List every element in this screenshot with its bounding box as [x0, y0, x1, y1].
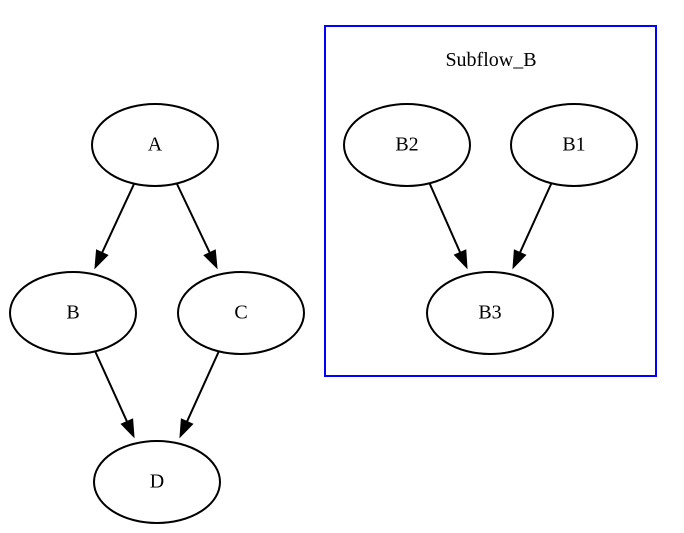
edge-b-d-line — [94, 350, 130, 426]
node-b2-ellipse — [343, 103, 471, 187]
node-a-ellipse — [91, 103, 219, 187]
edge-c-d-line — [184, 350, 220, 426]
edge-a-b[interactable] — [94, 183, 135, 270]
node-d-label: D — [150, 471, 164, 493]
edge-a-c-arrowhead — [203, 249, 218, 270]
cluster-border-rect — [324, 25, 657, 377]
node-b-ellipse — [9, 271, 137, 355]
edge-b1-b3[interactable] — [512, 181, 553, 270]
edge-b-d[interactable] — [94, 350, 135, 439]
node-b-label: B — [66, 302, 79, 324]
node-b3-label: B3 — [478, 302, 501, 324]
cluster-subflow-b[interactable]: Subflow_B — [324, 25, 657, 377]
edge-a-b-arrowhead — [94, 249, 109, 270]
edge-c-d-arrowhead — [179, 418, 194, 439]
node-b3-ellipse — [426, 271, 554, 355]
edge-b2-b3-arrowhead — [453, 249, 468, 270]
node-b1-ellipse — [510, 103, 638, 187]
node-c[interactable]: C — [177, 271, 305, 355]
edge-b2-b3[interactable] — [428, 181, 468, 270]
edge-a-c[interactable] — [176, 183, 218, 270]
edge-b2-b3-line — [428, 181, 463, 257]
node-b2[interactable]: B2 — [343, 103, 471, 187]
node-c-label: C — [234, 302, 247, 324]
node-b2-label: B2 — [395, 134, 418, 156]
node-d-ellipse — [93, 440, 221, 524]
edge-b1-b3-arrowhead — [512, 249, 527, 270]
node-b3[interactable]: B3 — [426, 271, 554, 355]
edge-c-d[interactable] — [179, 350, 220, 439]
node-a-label: A — [148, 134, 163, 156]
edges-group — [94, 181, 553, 439]
node-d[interactable]: D — [93, 440, 221, 524]
edge-b-d-arrowhead — [120, 418, 135, 439]
cluster-label: Subflow_B — [445, 49, 536, 71]
node-c-ellipse — [177, 271, 305, 355]
node-a[interactable]: A — [91, 103, 219, 187]
edge-a-b-line — [99, 183, 135, 257]
node-b1-label: B1 — [562, 134, 585, 156]
nodes-group: A B C D B2 B1 — [9, 103, 638, 524]
edge-b1-b3-line — [517, 181, 553, 257]
edge-a-c-line — [176, 183, 213, 257]
node-b[interactable]: B — [9, 271, 137, 355]
node-b1[interactable]: B1 — [510, 103, 638, 187]
